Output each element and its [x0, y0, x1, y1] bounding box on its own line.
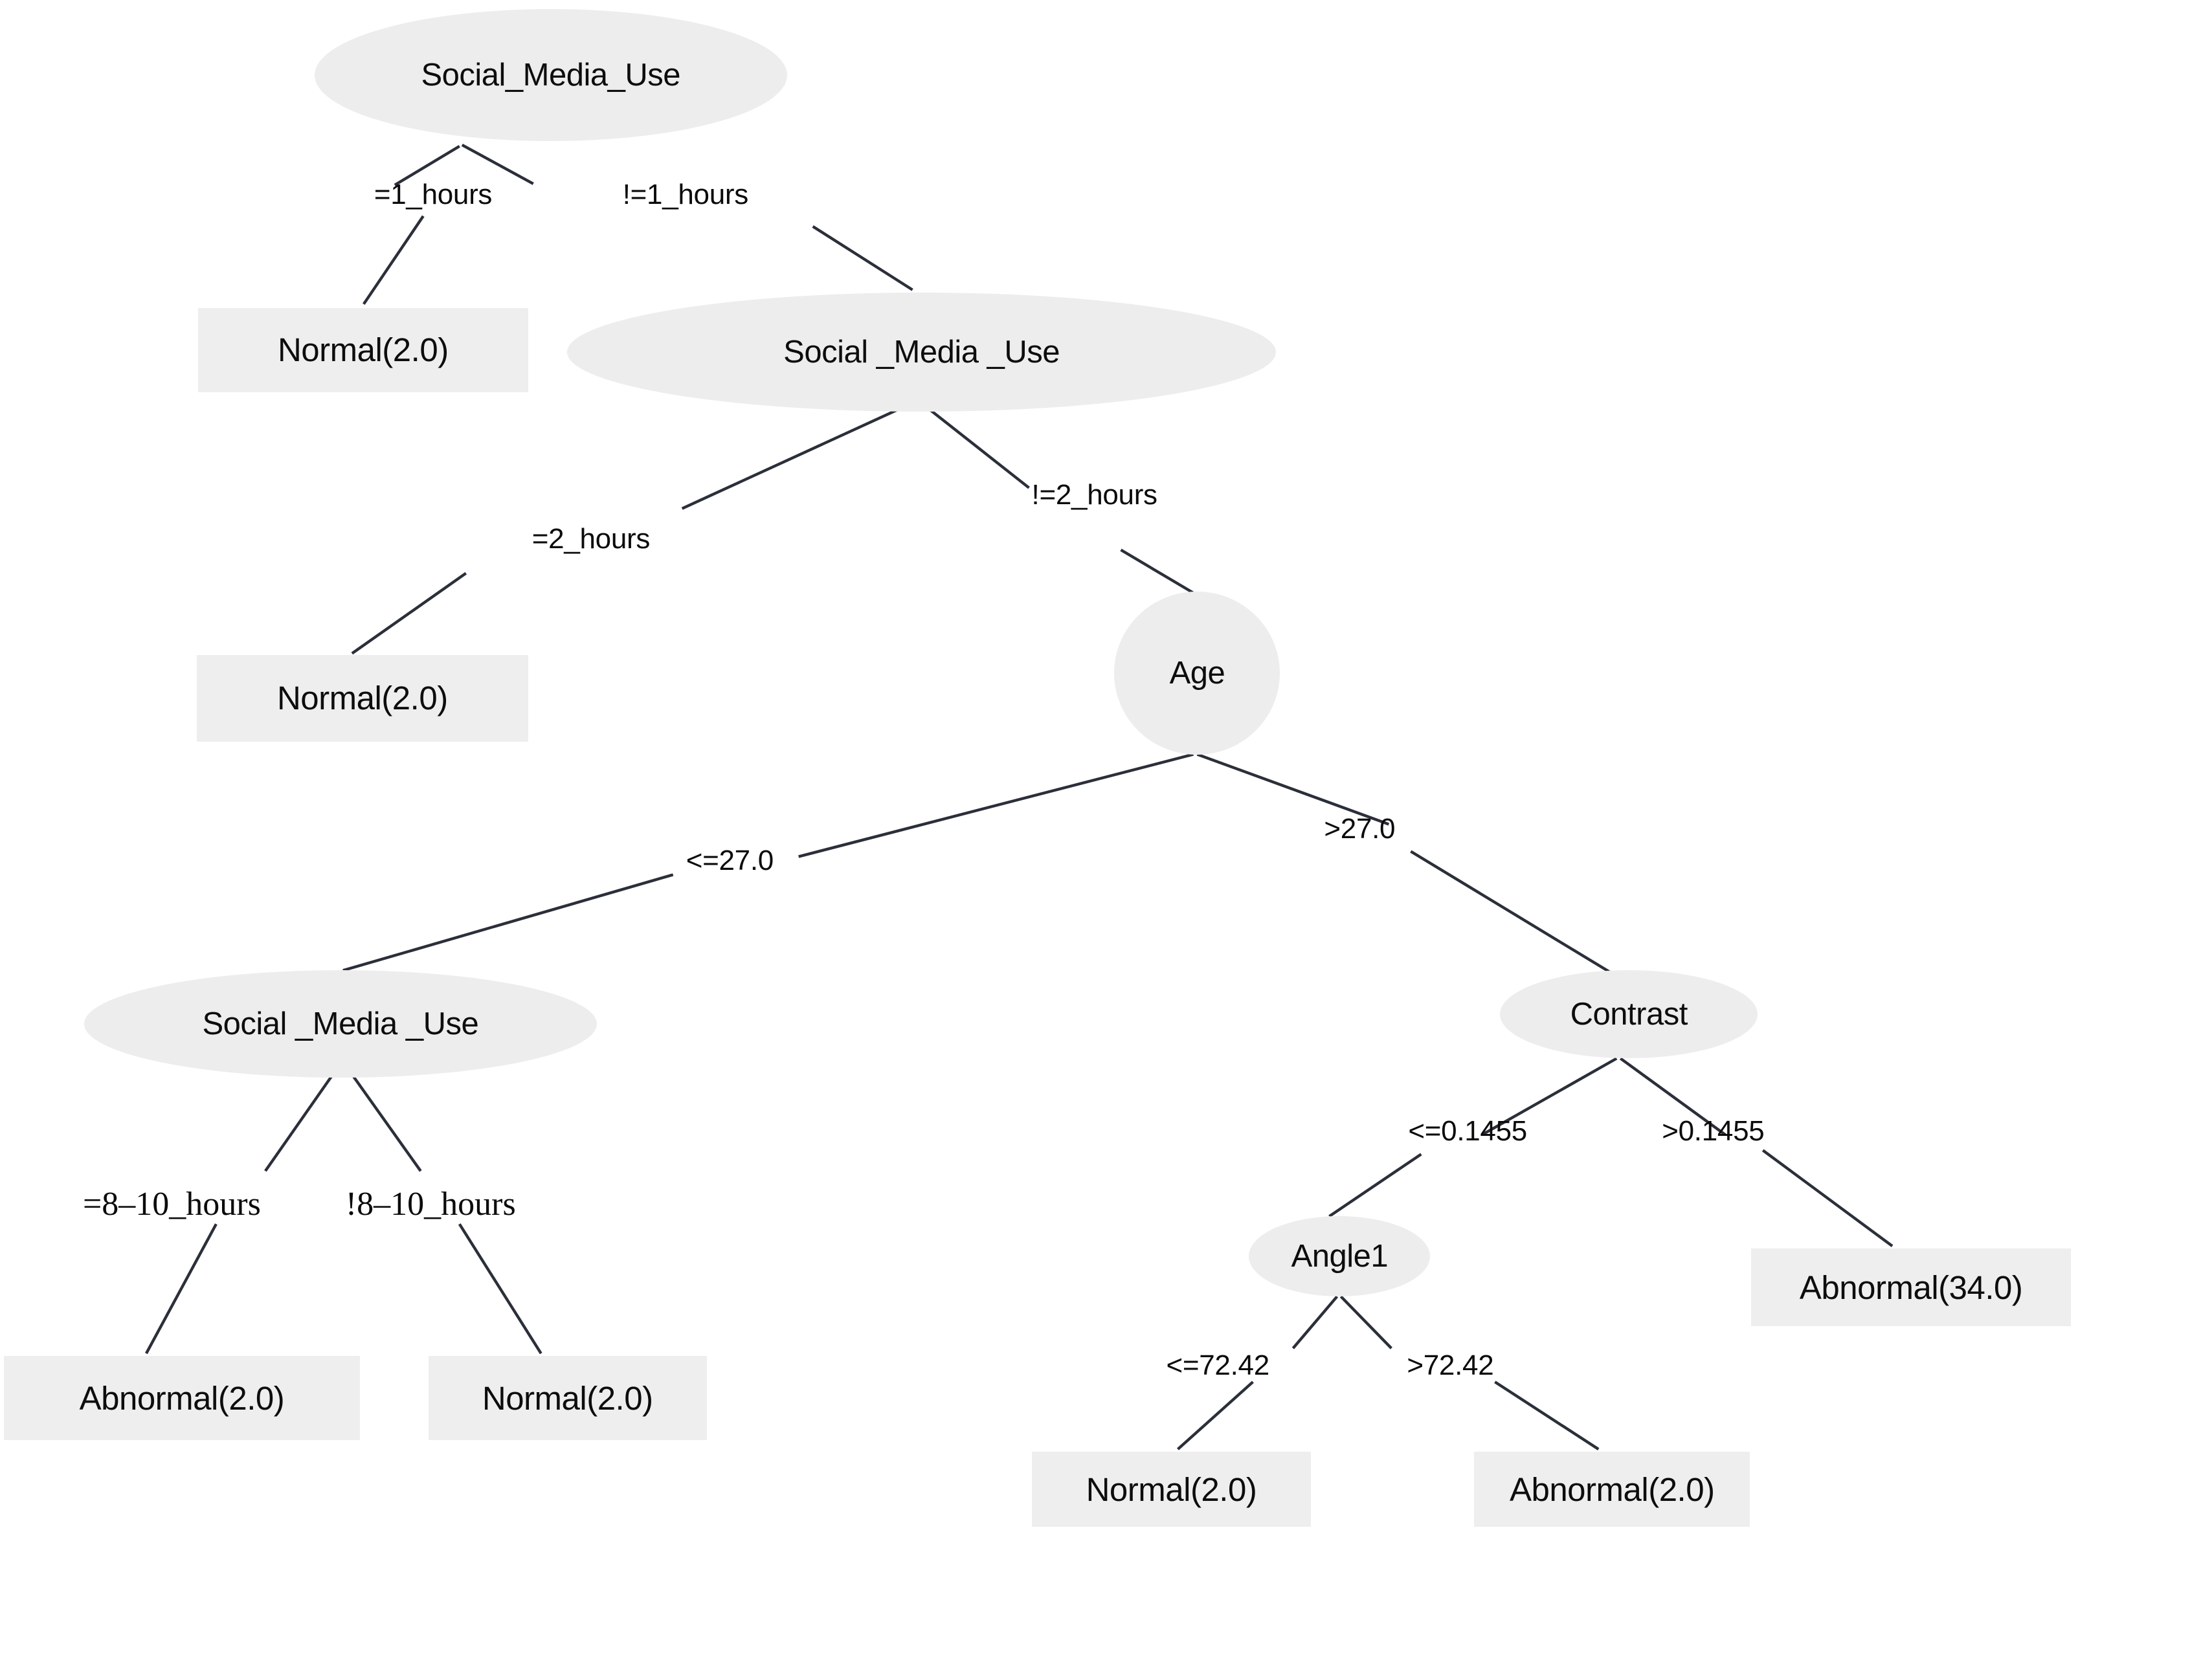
tree-edge: [798, 753, 1194, 858]
tree-node-label: Angle1: [1291, 1239, 1389, 1274]
tree-node-leaf6[interactable]: Normal(2.0): [1031, 1452, 1312, 1527]
tree-edge: [681, 399, 917, 510]
tree-edge: [342, 873, 674, 972]
tree-node-smu3[interactable]: Social _Media _Use: [84, 970, 597, 1078]
edge-label-smu2-age: !=2_hours: [1031, 478, 1158, 511]
tree-node-root[interactable]: Social_Media_Use: [314, 8, 787, 141]
tree-node-label: Social _Media _Use: [783, 334, 1060, 370]
tree-node-label: Contrast: [1570, 997, 1688, 1032]
tree-node-label: Social _Media _Use: [202, 1006, 479, 1042]
tree-node-label: Abnormal(34.0): [1799, 1269, 2023, 1306]
edge-label-smu2-leaf2: =2_hours: [531, 522, 651, 555]
tree-node-label: Abnormal(2.0): [79, 1379, 285, 1417]
tree-edge: [1328, 1153, 1422, 1218]
edge-label-angle1-leaf7: >72.42: [1407, 1349, 1494, 1382]
tree-node-age[interactable]: Age: [1114, 591, 1280, 755]
tree-edge: [264, 1063, 342, 1172]
tree-edge: [351, 571, 467, 655]
tree-node-label: Normal(2.0): [482, 1379, 653, 1417]
tree-edge: [363, 215, 425, 305]
edge-label-contrast-angle1: <=0.1455: [1408, 1115, 1527, 1148]
edge-label-smu3-leaf3: =8–10_hours: [82, 1186, 261, 1223]
tree-node-leaf4[interactable]: Normal(2.0): [428, 1356, 707, 1441]
tree-edge: [1120, 548, 1198, 597]
tree-node-label: Social_Media_Use: [421, 57, 681, 93]
tree-edge: [458, 1223, 542, 1355]
tree-node-smu2[interactable]: Social _Media _Use: [566, 292, 1277, 412]
edge-label-age-contrast: >27.0: [1324, 812, 1396, 845]
tree-edge: [918, 400, 1030, 489]
edge-label-root-smu2: !=1_hours: [622, 178, 749, 210]
tree-edge: [1176, 1381, 1254, 1450]
tree-node-leaf3[interactable]: Abnormal(2.0): [3, 1356, 360, 1441]
tree-edge: [1291, 1295, 1339, 1349]
tree-edge: [1410, 850, 1613, 975]
tree-edge: [343, 1063, 422, 1172]
tree-node-contrast[interactable]: Contrast: [1500, 970, 1758, 1059]
tree-edge: [1761, 1149, 1894, 1248]
tree-node-label: Abnormal(2.0): [1509, 1470, 1715, 1508]
tree-node-leaf5[interactable]: Abnormal(34.0): [1751, 1248, 2072, 1327]
tree-edge: [1339, 1295, 1392, 1349]
tree-node-leaf1[interactable]: Normal(2.0): [197, 307, 528, 392]
tree-edge: [461, 143, 534, 185]
edge-label-age-smu3: <=27.0: [686, 845, 774, 877]
tree-edge: [144, 1223, 218, 1355]
edge-label-contrast-leaf5: >0.1455: [1662, 1115, 1765, 1148]
tree-node-angle1[interactable]: Angle1: [1249, 1216, 1431, 1297]
tree-node-label: Normal(2.0): [277, 331, 449, 369]
tree-node-label: Normal(2.0): [276, 680, 448, 717]
tree-edge: [812, 225, 913, 291]
tree-node-label: Age: [1169, 655, 1225, 691]
edge-label-angle1-leaf6: <=72.42: [1166, 1349, 1269, 1382]
edge-label-smu3-leaf4: !8–10_hours: [345, 1186, 516, 1223]
tree-node-leaf7[interactable]: Abnormal(2.0): [1474, 1452, 1750, 1527]
edge-label-root-leaf1: =1_hours: [374, 178, 493, 210]
tree-node-leaf2[interactable]: Normal(2.0): [196, 654, 528, 742]
tree-edge: [1494, 1381, 1600, 1450]
tree-node-label: Normal(2.0): [1086, 1470, 1257, 1508]
